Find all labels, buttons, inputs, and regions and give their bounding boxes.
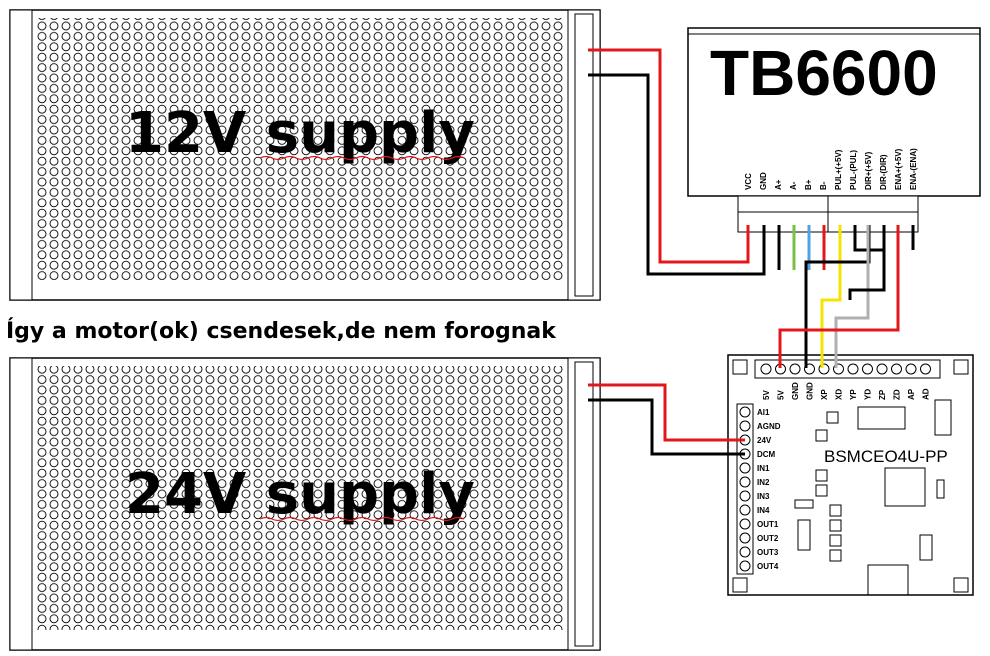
tb6600-driver: TB6600 VCC GND A+ A- B+ B- PUL+(+5V) PUL-(PUL) D…: [687, 27, 981, 233]
terminal-screw: [739, 462, 751, 474]
driver-pin-label: DIR-(DIR): [879, 154, 888, 190]
controller-pin-label: AI1: [757, 408, 770, 417]
driver-pin-label: ENA-(ENA): [909, 148, 918, 190]
terminal-screw: [862, 363, 873, 375]
terminal-screw: [739, 476, 751, 488]
controller-pin-label: ZD: [893, 389, 902, 400]
controller-pin-label: OUT2: [757, 534, 779, 543]
controller-pin-label: AGND: [757, 422, 781, 431]
controller-pin-label: AD: [922, 388, 931, 400]
terminal-screw: [760, 363, 772, 375]
driver-pin-label: A+: [774, 179, 783, 190]
controller-pin-label: OUT4: [757, 562, 779, 571]
bsmce04u-controller: BSMCEO4U-PP 5V 5V GND GND XP XD YP YD ZP ZD AP AD AI…: [727, 354, 974, 596]
controller-pin-label: YP: [849, 389, 858, 400]
driver-pin-label: A-: [789, 181, 798, 190]
terminal-screw: [739, 546, 751, 558]
terminal-screw: [739, 560, 751, 572]
driver-pin-label: PUL+(+5V): [834, 149, 843, 190]
supply-label-24v: 24V supply: [125, 462, 475, 527]
controller-pin-label: YD: [864, 389, 873, 400]
terminal-screw: [920, 363, 931, 375]
driver-pin-label: B+: [804, 179, 813, 190]
terminal-screw: [789, 363, 801, 375]
terminal-screw: [876, 363, 888, 375]
terminal-screw: [905, 363, 917, 375]
controller-pin-label: GND: [806, 382, 815, 400]
driver-pin-label: B-: [819, 181, 828, 190]
supply-label-12v: 12V supply: [125, 101, 475, 166]
driver-pin-label: GND: [759, 172, 768, 190]
controller-pin-label: ZP: [878, 389, 887, 400]
terminal-screw: [739, 518, 751, 530]
driver-pin-label: VCC: [744, 173, 753, 190]
controller-pin-label: IN4: [757, 506, 770, 515]
controller-pin-label: IN1: [757, 464, 770, 473]
terminal-screw: [739, 420, 751, 432]
terminal-screw: [891, 363, 902, 375]
controller-pin-label: AP: [907, 388, 916, 400]
driver-pin-label: DIR+(+5V): [864, 151, 873, 190]
power-supply-12v: 12V supply: [9, 9, 601, 301]
driver-title: TB6600: [710, 37, 938, 109]
terminal-screw: [739, 490, 751, 502]
terminal-screw: [739, 532, 751, 544]
controller-pin-label: OUT3: [757, 548, 779, 557]
controller-pin-label: XP: [820, 389, 829, 400]
power-supply-24v: 24V supply: [9, 357, 601, 651]
wires: [588, 48, 915, 456]
controller-pin-label: DCM: [757, 450, 776, 459]
controller-pin-label: 5V: [762, 390, 771, 400]
controller-pin-label: 5V: [777, 390, 786, 400]
caption: Így a motor(ok) csendesek,de nem forogna…: [6, 318, 557, 344]
controller-title: BSMCEO4U-PP: [824, 447, 948, 466]
terminal-screw: [847, 363, 859, 375]
terminal-screw: [739, 504, 751, 516]
controller-pin-label: 24V: [757, 436, 772, 445]
driver-pin-label: ENA+(+5V): [894, 148, 903, 190]
controller-pin-label: XD: [835, 389, 844, 400]
terminal-screw: [739, 406, 751, 418]
driver-pin-label: PUL-(PUL): [849, 150, 858, 190]
controller-pin-label: OUT1: [757, 520, 779, 529]
controller-pin-label: IN2: [757, 478, 770, 487]
controller-pin-label: GND: [791, 382, 800, 400]
controller-pin-label: IN3: [757, 492, 770, 501]
